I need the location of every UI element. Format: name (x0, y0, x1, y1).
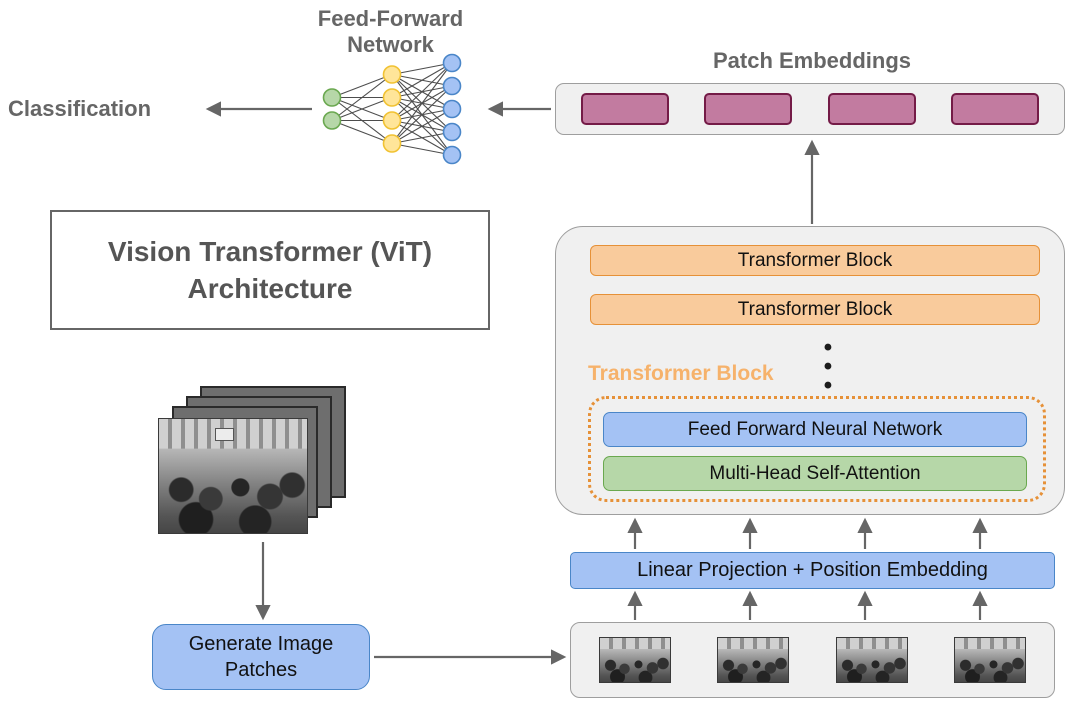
image-patch-thumbnail (599, 637, 671, 683)
patch-embeddings-label: Patch Embeddings (712, 48, 912, 73)
diagram-title: Vision Transformer (ViT) Architecture (50, 210, 490, 330)
patch-embedding-token (581, 93, 669, 125)
image-patch-thumbnail (953, 637, 1026, 683)
patch-embedding-token (827, 93, 916, 125)
ellipsis-dots: • • • (818, 334, 838, 399)
transformer-block-callout-label: Transformer Block (588, 362, 774, 385)
patch-embedding-token (950, 93, 1039, 125)
image-patches-row (570, 622, 1055, 698)
ffn-diagram (322, 53, 462, 165)
patch-embeddings-row (555, 83, 1065, 135)
dot-icon: • (823, 353, 833, 380)
transformer-block-detail (588, 396, 1046, 502)
self-attention-layer: Multi-Head Self-Attention (603, 456, 1027, 491)
feed-forward-layer: Feed Forward Neural Network (603, 412, 1027, 447)
linear-projection-bar: Linear Projection + Position Embedding (570, 552, 1055, 589)
generate-patches-box: Generate Image Patches (152, 624, 370, 690)
patch-embedding-token (704, 93, 793, 125)
transformer-block-2: Transformer Block (590, 294, 1040, 325)
transformer-block-1: Transformer Block (590, 245, 1040, 276)
classification-label: Classification (8, 96, 152, 121)
image-patch-thumbnail (717, 637, 790, 683)
dot-icon: • (823, 372, 833, 399)
feed-forward-network-label: Feed-Forward Network (317, 6, 464, 57)
wall-sign-detail (215, 428, 235, 442)
input-image (158, 418, 308, 534)
image-patch-thumbnail (835, 637, 908, 683)
dot-icon: • (823, 334, 833, 361)
input-image-stack (158, 386, 350, 542)
